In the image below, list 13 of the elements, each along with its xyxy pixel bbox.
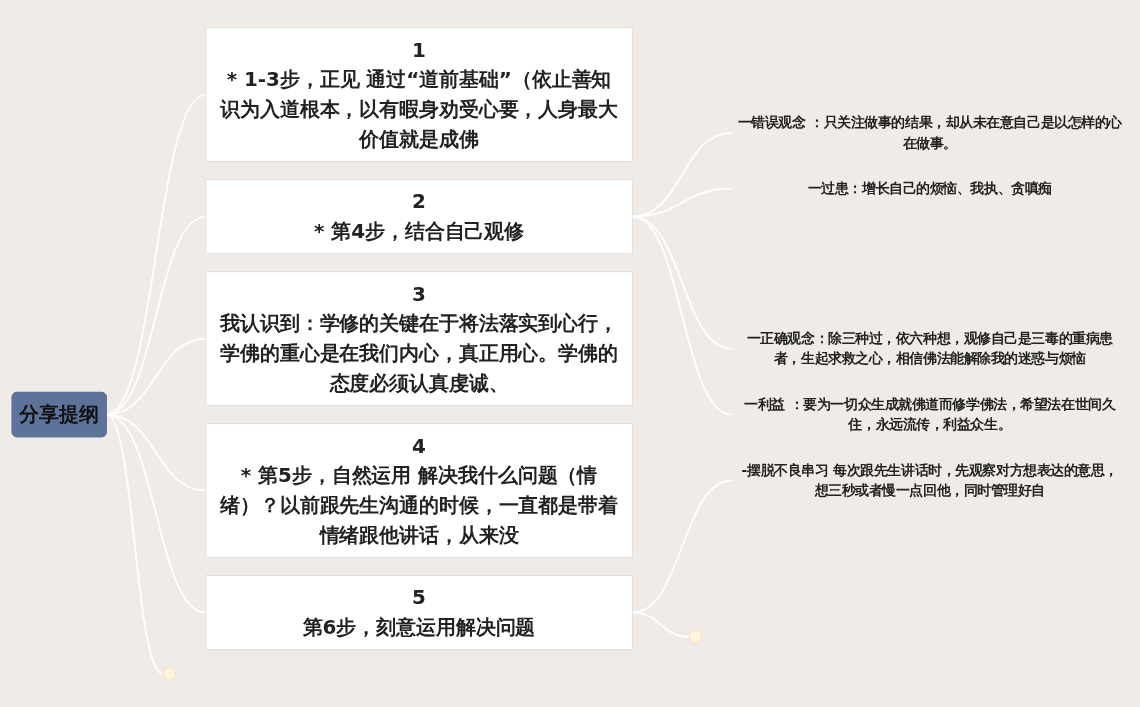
node-box: 4 * 第5步，自然运用 解决我什么问题（情绪）？以前跟先生沟通的时候，一直都是带着情绪跟他讲话，从来没 <box>205 422 633 558</box>
connector <box>631 131 733 217</box>
node-text: 一过患：增长自己的烦恼、我执、贪嗔痴 <box>807 179 1052 197</box>
node-text: -摆脱不良串习 每次跟先生讲话时，先观察对方想表达的意思，想三秒或者慢一点回他，同时管理好自 <box>741 461 1119 499</box>
node-text: 一正确观念：除三种过，依六种想，观修自己是三毒的重病患者，生起求救之心，相信佛法能解除我的迷惑与烦恼 <box>746 329 1113 367</box>
node-box: 3 我认识到：学修的关键在于将法落实到心行，学佛的重心是在我们内心，真正用心。学佛的态度必须认真虔诚、 <box>205 270 633 406</box>
node-box: 5 第6步，刻意运用解决问题 <box>205 574 633 650</box>
node-text: 一利益 ：要为一切众生成就佛道而修学佛法，希望法在世间久住，永远流传，利益众生。 <box>744 395 1116 433</box>
node-box: 1 * 1-3步，正见 通过“道前基础”（依止善知识为入道根本，以有暇身劝受心要，人身最大价值就是成佛 <box>205 26 633 162</box>
node-text: 一错误观念 ：只关注做事的结果，却从未在意自己是以怎样的心在做事。 <box>737 113 1122 151</box>
node-box: 2 * 第4步，结合自己观修 <box>205 178 633 254</box>
connector <box>631 611 691 638</box>
connector <box>631 479 733 613</box>
